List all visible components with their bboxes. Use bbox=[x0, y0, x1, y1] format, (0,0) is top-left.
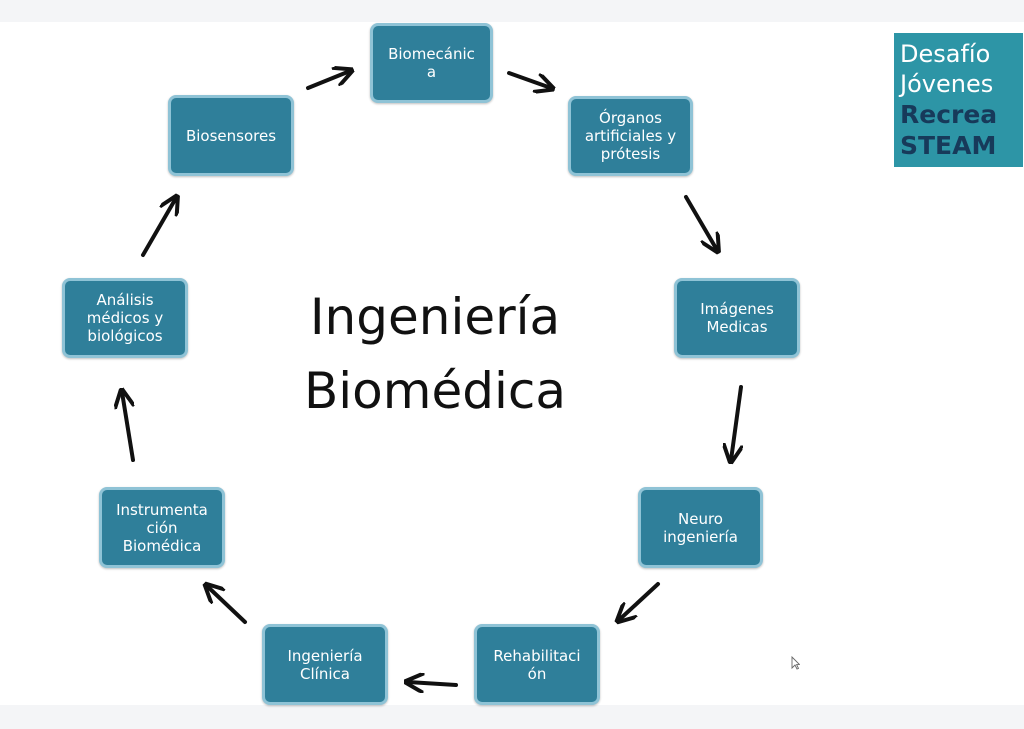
node-rehabilitacion: Rehabilitaci ón bbox=[474, 624, 600, 705]
arrow-organos-to-imagenes bbox=[684, 195, 717, 250]
node-biosensores: Biosensores bbox=[168, 95, 294, 176]
bottom-band bbox=[0, 705, 1024, 729]
node-organos-artificiales: Órganos artificiales y prótesis bbox=[568, 96, 693, 176]
top-band bbox=[0, 0, 1024, 22]
node-neuro-ingenieria: Neuro ingeniería bbox=[638, 487, 763, 568]
arrow-rehabilitacion-to-clinica bbox=[408, 682, 458, 685]
node-ingenieria-clinica: Ingeniería Clínica bbox=[262, 624, 388, 705]
arrow-instrumentacion-to-analisis bbox=[122, 392, 135, 462]
diagram-title: Ingeniería Biomédica bbox=[303, 288, 566, 420]
arrow-biomecanica-to-organos bbox=[507, 71, 551, 88]
logo-line-3: Recrea bbox=[900, 100, 998, 129]
arrow-analisis-to-biosensores bbox=[141, 198, 176, 257]
node-analisis-medicos: Análisis médicos y biológicos bbox=[62, 278, 188, 358]
arrow-imagenes-to-neuro bbox=[731, 385, 741, 460]
node-biomecanica: Biomecánic a bbox=[370, 23, 493, 103]
desafio-logo: Desafío Jóvenes Recrea STEAM bbox=[894, 33, 1023, 167]
node-instrumentacion-biomedica: Instrumenta ción Biomédica bbox=[99, 487, 225, 568]
logo-line-2: Jóvenes bbox=[900, 70, 994, 98]
logo-line-4: STEAM bbox=[900, 131, 997, 160]
arrow-neuro-to-rehabilitacion bbox=[619, 582, 660, 620]
arrow-biosensores-to-biomecanica bbox=[306, 71, 350, 90]
node-imagenes-medicas: Imágenes Medicas bbox=[674, 278, 800, 358]
mouse-cursor-icon bbox=[791, 656, 800, 670]
logo-line-1: Desafío bbox=[900, 40, 991, 68]
arrow-clinica-to-instrumentacion bbox=[207, 586, 247, 624]
